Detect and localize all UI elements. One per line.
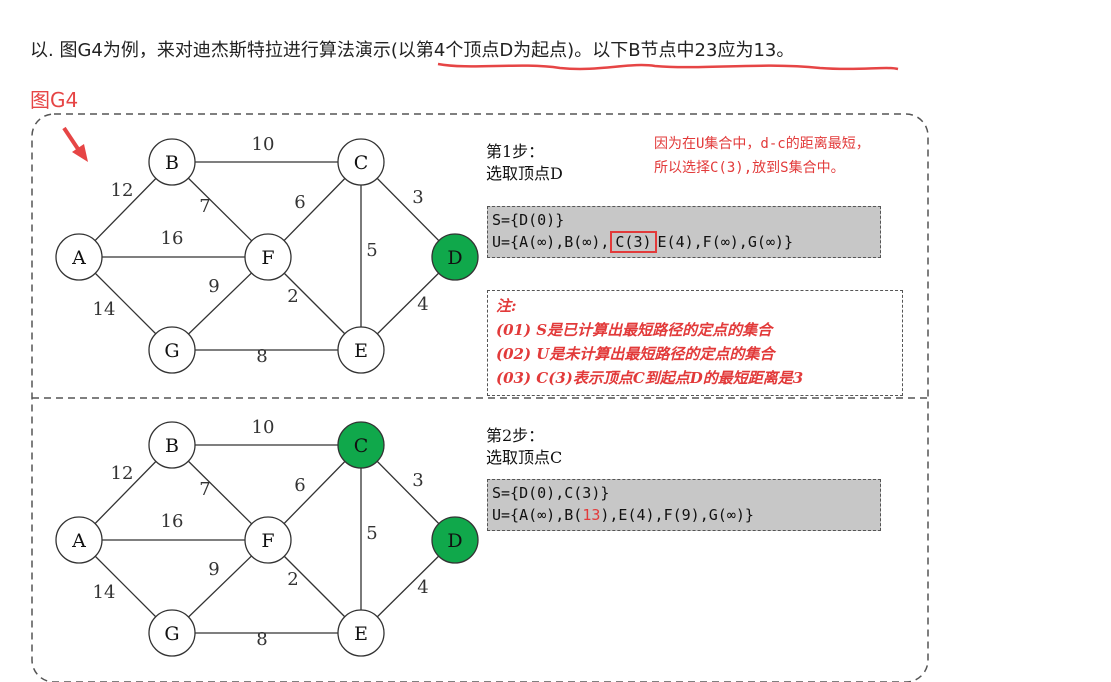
node-label-d: D <box>447 247 462 269</box>
node-e <box>337 326 385 374</box>
edge-weight-label: 2 <box>287 569 298 590</box>
intro-text: 以. 图G4为例，来对迪杰斯特拉进行算法演示(以第4个顶点D为起点)。以下B节点… <box>30 36 794 62</box>
step-1-u-set: U={A(∞),B(∞),C(3)E(4),F(∞),G(∞)} <box>492 231 876 253</box>
note-item-1: (01) S是已计算出最短路径的定点的集合 <box>496 321 773 339</box>
node-b <box>148 421 196 469</box>
edge-weight-label: 16 <box>161 511 184 532</box>
edge-weight-label: 14 <box>93 299 116 320</box>
step-2-u-set: U={A(∞),B(13),E(4),F(9),G(∞)} <box>492 504 876 526</box>
node-d <box>431 516 479 564</box>
edge-weight-label: 7 <box>199 479 210 500</box>
step-2-u-suffix: ),E(4),F(9),G(∞)} <box>600 506 754 524</box>
step-1-u-prefix: U={A(∞),B(∞), <box>492 233 610 251</box>
intro-underlined: (以第4个顶点D为起点)。 <box>390 40 593 61</box>
intro-suffix: 以下B节点中23应为13。 <box>592 40 795 61</box>
note-item-3: (03) C(3)表示顶点C到起点D的最短距离是3 <box>496 369 804 387</box>
node-label-b: B <box>165 435 179 457</box>
edge-weight-label: 9 <box>208 276 219 297</box>
node-label-e: E <box>354 340 368 362</box>
node-label-g: G <box>164 623 179 645</box>
step-1-subtitle: 选取顶点D <box>486 164 563 183</box>
node-g <box>148 609 196 657</box>
node-c <box>337 421 385 469</box>
node-a <box>55 233 103 281</box>
edge-weight-label: 5 <box>366 523 377 544</box>
edge-weight-label: 16 <box>161 228 184 249</box>
edge-weight-label: 7 <box>199 196 210 217</box>
edge-weight-label: 10 <box>252 134 275 155</box>
node-b <box>148 138 196 186</box>
node-label-c: C <box>354 152 369 174</box>
graph-step-1: 12 16 14 10 7 6 3 5 9 2 4 8 A B C D E F G <box>55 134 479 374</box>
edge-weight-label: 8 <box>256 629 267 650</box>
note-box: 注: (01) S是已计算出最短路径的定点的集合 (02) U是未计算出最短路径… <box>487 290 903 396</box>
edge-weight-label: 8 <box>256 346 267 367</box>
annotation-line-2: 所以选择C(3),放到S集合中。 <box>654 160 845 176</box>
edge-weight-label: 12 <box>111 180 134 201</box>
figure-label: 图G4 <box>30 88 79 112</box>
step-2-subtitle: 选取顶点C <box>486 448 563 467</box>
node-f <box>244 233 292 281</box>
node-label-d: D <box>447 530 462 552</box>
step-1-u-highlight: C(3) <box>610 231 657 253</box>
node-e <box>337 609 385 657</box>
edge-weight-label: 10 <box>252 417 275 438</box>
node-label-c: C <box>354 435 369 457</box>
graph-step-2: 12 16 14 10 7 6 3 5 9 2 4 8 A B C D E F G <box>55 417 479 657</box>
step-1-set-box: S={D(0)} U={A(∞),B(∞),C(3)E(4),F(∞),G(∞)… <box>487 206 881 258</box>
node-a <box>55 516 103 564</box>
step-2-u-highlight: 13 <box>582 506 601 524</box>
edge-weight-label: 4 <box>417 294 428 315</box>
node-label-a: A <box>71 247 86 269</box>
edge-weight-label: 2 <box>287 286 298 307</box>
intro-underline <box>437 62 899 71</box>
edge-weight-label: 5 <box>366 240 377 261</box>
annotation-text: 因为在U集合中，d-c的距离最短， 所以选择C(3),放到S集合中。 <box>654 132 870 180</box>
node-c <box>337 138 385 186</box>
node-g <box>148 326 196 374</box>
note-item-2: (02) U是未计算出最短路径的定点的集合 <box>496 345 775 363</box>
step-2-s-set: S={D(0),C(3)} <box>492 484 610 502</box>
node-label-e: E <box>354 623 368 645</box>
note-title: 注: <box>496 297 517 315</box>
node-label-f: F <box>261 247 274 269</box>
node-f <box>244 516 292 564</box>
node-d <box>431 233 479 281</box>
step-2-title: 第2步： <box>486 426 545 445</box>
edge-weight-label: 9 <box>208 559 219 580</box>
step-2-set-box: S={D(0),C(3)} U={A(∞),B(13),E(4),F(9),G(… <box>487 479 881 531</box>
edge-weight-label: 14 <box>93 582 116 603</box>
edge-weight-label: 6 <box>294 192 305 213</box>
node-label-f: F <box>261 530 274 552</box>
edge-weight-label: 3 <box>412 470 423 491</box>
edge-weight-label: 3 <box>412 187 423 208</box>
node-label-b: B <box>165 152 179 174</box>
node-label-a: A <box>71 530 86 552</box>
intro-prefix: 以. 图G4为例，来对迪杰斯特拉进行算法演示 <box>30 40 391 61</box>
edge-weight-label: 4 <box>417 577 428 598</box>
red-arrow-icon <box>62 126 88 162</box>
step-2-u-prefix: U={A(∞),B( <box>492 506 583 524</box>
edge-weight-label: 12 <box>111 463 134 484</box>
step-1-title: 第1步： <box>486 142 545 161</box>
step-1-heading: 第1步： 选取顶点D <box>486 141 563 185</box>
step-2-heading: 第2步： 选取顶点C <box>486 425 562 469</box>
edge-weight-label: 6 <box>294 475 305 496</box>
annotation-line-1: 因为在U集合中，d-c的距离最短， <box>654 136 870 152</box>
node-label-g: G <box>164 340 179 362</box>
step-1-u-suffix: E(4),F(∞),G(∞)} <box>657 233 793 251</box>
step-1-s-set: S={D(0)} <box>492 211 565 229</box>
